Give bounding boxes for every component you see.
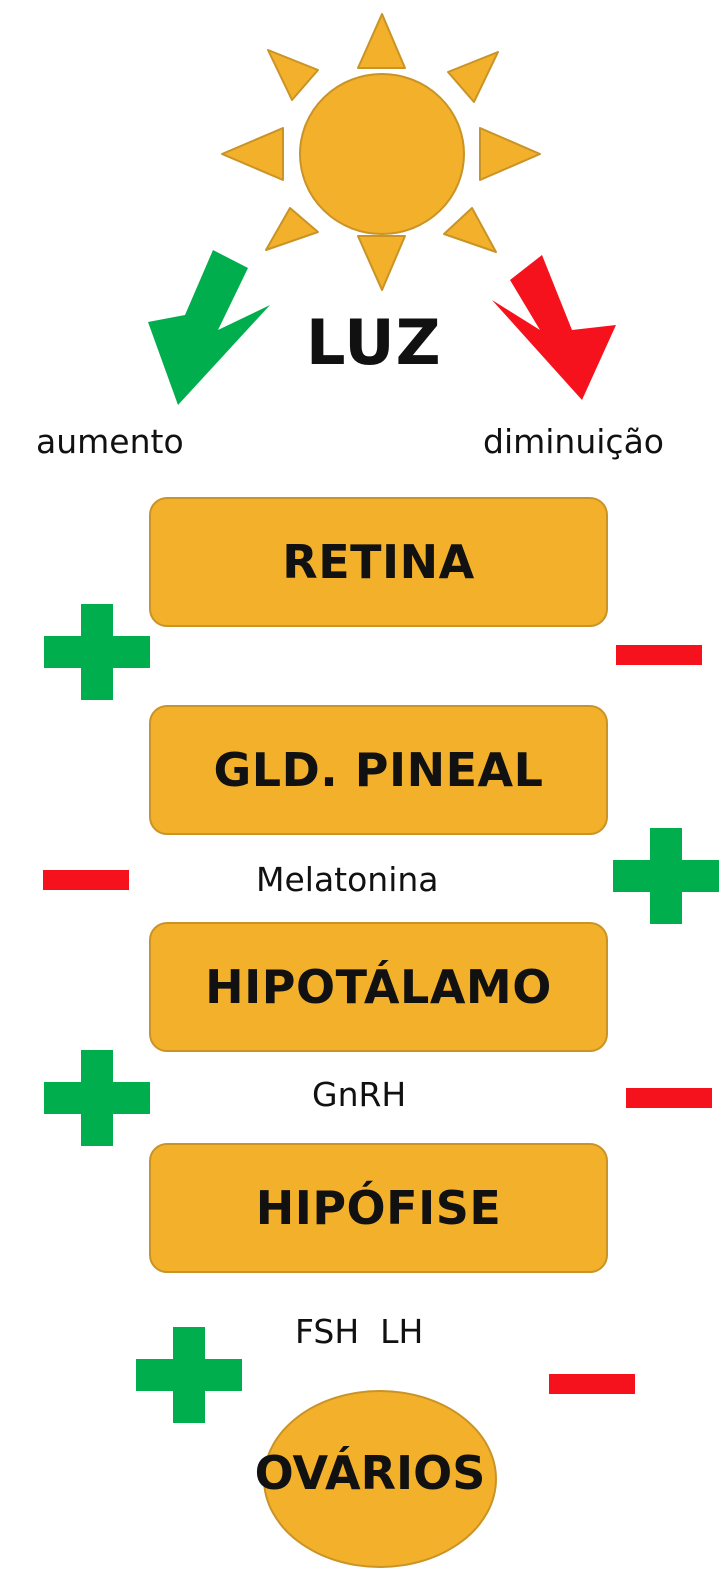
pituitary-label: HIPÓFISE [255,1181,502,1235]
fsh-lh-label: FSH LH [295,1312,424,1351]
pineal-label: GLD. PINEAL [213,743,544,797]
retina-box: RETINA [149,497,608,627]
ovaries-circle [263,1390,497,1568]
plus-sign-retina-pineal [44,604,150,700]
plus-sign-fsh-lh [136,1327,242,1423]
minus-sign-gnrh [626,1088,712,1108]
melatonin-label: Melatonina [256,860,439,899]
hypothalamus-box: HIPOTÁLAMO [149,922,608,1052]
hypothalamus-label: HIPOTÁLAMO [205,960,552,1014]
minus-sign-melatonin [43,870,129,890]
increase-arrow-icon [148,250,270,405]
plus-sign-gnrh [44,1050,150,1146]
gnrh-label: GnRH [312,1075,407,1114]
plus-sign-melatonin [613,828,719,924]
sun-icon [221,13,541,291]
ovaries-label: OVÁRIOS [254,1446,486,1500]
minus-sign-retina-pineal [616,645,702,665]
decrease-arrow-icon [492,255,616,400]
increase-label: aumento [36,422,184,461]
light-title: LUZ [306,306,442,379]
decrease-label: diminuição [483,422,664,461]
minus-sign-fsh-lh [549,1374,635,1394]
pituitary-box: HIPÓFISE [149,1143,608,1273]
retina-label: RETINA [282,535,475,589]
pineal-box: GLD. PINEAL [149,705,608,835]
